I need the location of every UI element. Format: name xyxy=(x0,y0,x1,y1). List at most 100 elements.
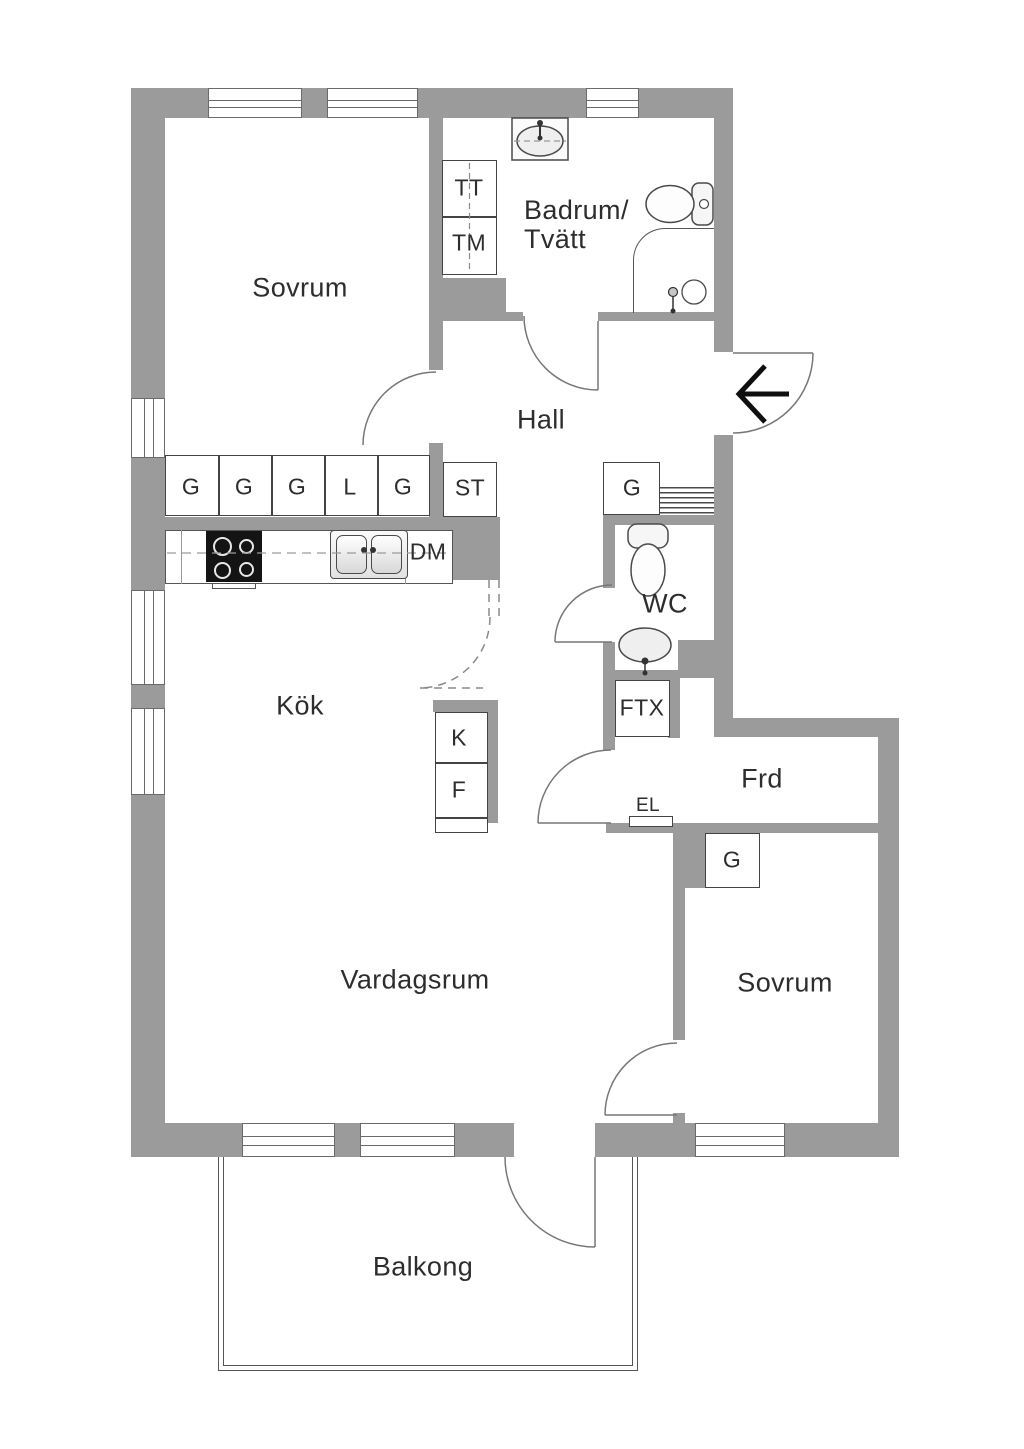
wall-segment xyxy=(603,670,678,680)
ftx-unit xyxy=(615,680,670,737)
room-label-hall: Hall xyxy=(516,404,566,435)
wall-segment xyxy=(603,642,615,673)
appliance-plinth xyxy=(435,818,488,833)
wall-segment xyxy=(606,823,878,833)
wall-segment xyxy=(673,1113,685,1125)
door-swing-bathroom xyxy=(523,315,599,391)
door-swing-bedroom-top xyxy=(362,371,437,446)
door-swing-balcony xyxy=(504,1156,596,1248)
vent-grille-icon xyxy=(660,487,714,515)
wall-segment xyxy=(453,517,500,580)
room-label-bathroom: Badrum/ Tvätt xyxy=(524,196,629,254)
wall-segment xyxy=(595,1123,695,1157)
divider xyxy=(218,455,220,516)
wall-segment xyxy=(131,1123,242,1157)
label-cabinet-g3: G xyxy=(287,473,307,500)
bedroom-wardrobe xyxy=(705,833,760,888)
balcony-outline xyxy=(218,1157,638,1371)
wall-segment xyxy=(429,278,506,321)
window xyxy=(360,1123,455,1157)
room-label-living-room: Vardagsrum xyxy=(340,964,490,995)
hall-wardrobe xyxy=(603,462,660,515)
divider xyxy=(377,455,379,516)
window xyxy=(695,1123,785,1157)
room-label-balcony: Balkong xyxy=(372,1251,474,1282)
stove-tray xyxy=(212,583,256,589)
wall-segment xyxy=(673,833,705,888)
fridge-cell xyxy=(435,712,488,763)
label-electrical: EL xyxy=(635,795,661,816)
wall-segment xyxy=(714,88,733,352)
room-label-kitchen: Kök xyxy=(276,690,324,721)
wall-segment xyxy=(714,435,733,737)
wall-segment xyxy=(418,88,586,118)
label-cabinet-l: L xyxy=(343,473,357,500)
wall-segment xyxy=(673,888,685,1040)
wall-segment xyxy=(603,680,615,750)
window xyxy=(131,708,165,795)
electrical-box xyxy=(629,816,673,827)
wall-segment xyxy=(678,640,715,678)
room-label-bathroom-line1: Badrum/ xyxy=(524,195,629,225)
wall-segment xyxy=(488,700,498,823)
label-ftx: FTX xyxy=(619,694,665,721)
shower-enclosure xyxy=(633,228,714,313)
washbasin-icon xyxy=(511,117,569,161)
divider xyxy=(324,455,326,516)
room-label-bathroom-line2: Tvätt xyxy=(524,224,587,254)
cleaning-cabinet xyxy=(443,462,497,517)
room-label-bedroom-top: Sovrum xyxy=(252,272,348,303)
washbasin-icon xyxy=(618,627,672,676)
window xyxy=(131,398,165,458)
entry-arrow-icon xyxy=(735,364,789,424)
window xyxy=(131,590,165,685)
faucet-icon xyxy=(361,547,376,553)
label-freezer: F xyxy=(451,776,467,803)
wall-segment xyxy=(302,88,327,118)
label-dishwasher: DM xyxy=(409,538,447,565)
window xyxy=(242,1123,335,1157)
wall-segment xyxy=(429,443,443,517)
label-tumble-dryer: TT xyxy=(454,174,484,201)
door-swing-bedroom-bottom xyxy=(604,1042,678,1116)
toilet-icon xyxy=(645,182,714,226)
divider xyxy=(271,455,273,516)
wall-segment xyxy=(335,1123,360,1157)
label-washing-machine: TM xyxy=(451,229,487,256)
wall-segment xyxy=(603,525,615,588)
stove-icon xyxy=(206,531,262,582)
wall-segment xyxy=(131,458,165,590)
wall-segment xyxy=(603,515,714,525)
window xyxy=(586,88,639,118)
door-swing-entrance xyxy=(732,352,814,434)
wall-segment xyxy=(131,795,165,1157)
wall-segment xyxy=(668,678,680,738)
label-fridge: K xyxy=(451,724,467,751)
wall-segment xyxy=(433,700,498,712)
door-swing-wc xyxy=(554,584,613,643)
label-cabinet-g1: G xyxy=(181,473,201,500)
wall-segment xyxy=(598,312,714,321)
divider xyxy=(181,530,182,584)
label-cleaning-cabinet: ST xyxy=(454,474,486,501)
wall-segment xyxy=(505,312,523,321)
label-hall-wardrobe: G xyxy=(622,474,642,501)
wall-segment xyxy=(455,1123,514,1157)
label-bedroom-wardrobe: G xyxy=(722,846,742,873)
kitchen-sink-icon xyxy=(330,530,408,579)
freezer-cell xyxy=(435,763,488,818)
room-label-wc: WC xyxy=(642,588,688,619)
wall-segment xyxy=(131,88,165,398)
door-swing-storage xyxy=(537,749,612,824)
room-label-bedroom-bottom: Sovrum xyxy=(737,967,833,998)
window xyxy=(208,88,302,118)
wall-segment xyxy=(131,685,165,708)
label-cabinet-g2: G xyxy=(234,473,254,500)
window xyxy=(327,88,418,118)
label-cabinet-g4: G xyxy=(393,473,413,500)
wall-segment xyxy=(165,517,453,530)
wall-segment xyxy=(733,718,878,737)
wall-segment xyxy=(878,718,899,1157)
kitchen-cabinet-row xyxy=(165,455,430,516)
